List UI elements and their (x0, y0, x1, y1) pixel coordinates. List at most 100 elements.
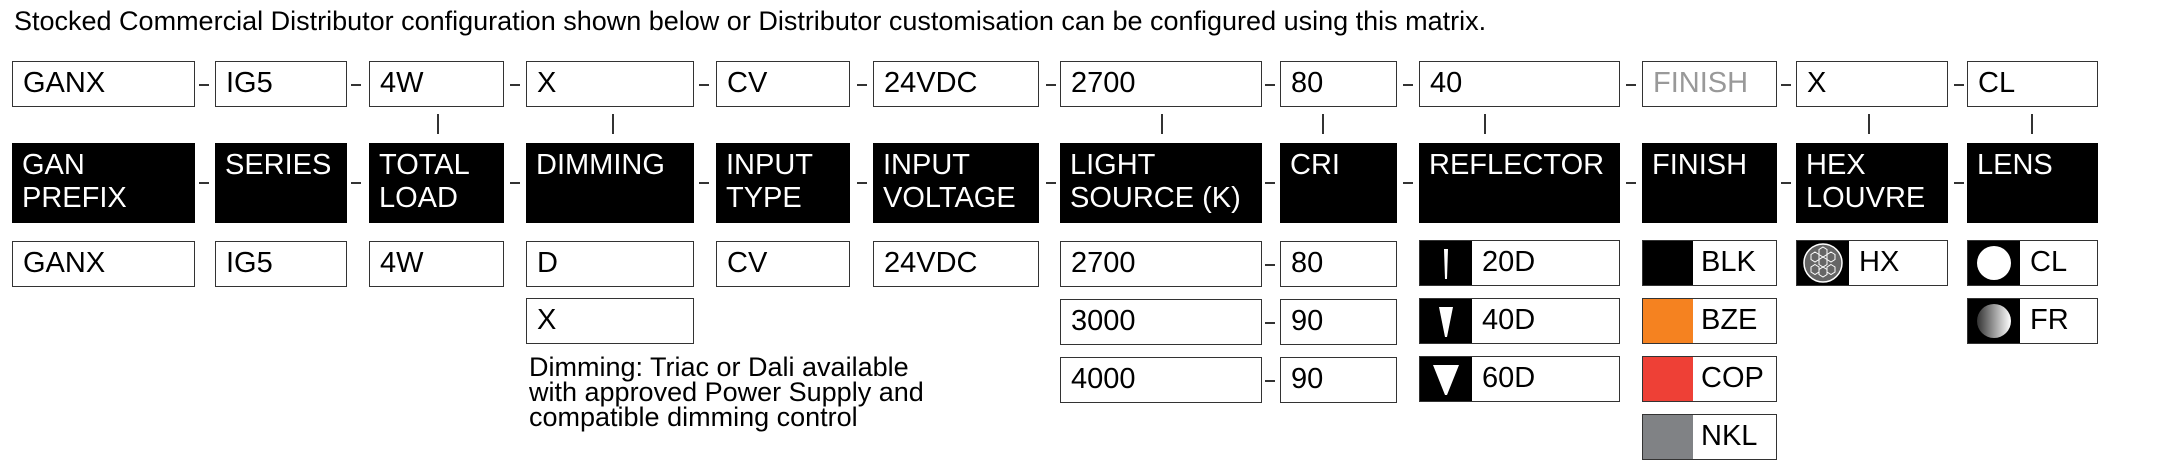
option-lens-cl[interactable]: CL (1967, 240, 2098, 286)
header-light-source: LIGHT SOURCE (K) (1060, 143, 1262, 223)
code-box-input-voltage[interactable]: 24VDC (873, 61, 1039, 107)
option-label: COP (1701, 362, 1764, 394)
option-label: 4000 (1071, 363, 1136, 395)
connector-tick (437, 114, 439, 134)
option-label: 20D (1482, 246, 1536, 278)
separator-dash (510, 84, 520, 86)
code-value: 80 (1291, 67, 1324, 99)
option-label: IG5 (226, 247, 273, 279)
option-series[interactable]: IG5 (215, 241, 347, 287)
option-label: D (537, 247, 558, 279)
option-label: 4W (380, 247, 424, 279)
separator-dash (199, 84, 209, 86)
code-box-load[interactable]: 4W (369, 61, 504, 107)
clear-lens-icon (1968, 241, 2020, 285)
separator-dash (1265, 322, 1275, 324)
option-input-voltage[interactable]: 24VDC (873, 241, 1039, 287)
separator-dash (1046, 84, 1056, 86)
header-hex-louvre: HEX LOUVRE (1796, 143, 1948, 223)
option-cri-90[interactable]: 90 (1280, 357, 1397, 403)
option-label: 90 (1291, 305, 1324, 337)
option-light-source-4000[interactable]: 4000 (1060, 357, 1262, 403)
option-finish-nkl[interactable]: NKL (1642, 414, 1777, 460)
code-value: 4W (380, 67, 424, 99)
separator-dash (1265, 84, 1275, 86)
code-box-dimming[interactable]: X (526, 61, 694, 107)
code-box-hex-louvre[interactable]: X (1796, 61, 1948, 107)
code-box-light-source[interactable]: 2700 (1060, 61, 1262, 107)
option-cri-90[interactable]: 90 (1280, 299, 1397, 345)
code-value: X (537, 67, 557, 99)
option-label: 2700 (1071, 247, 1136, 279)
option-reflector-20d[interactable]: 20D (1419, 240, 1620, 286)
code-value: CV (727, 67, 768, 99)
code-value: FINISH (1653, 67, 1749, 99)
code-value: X (1807, 67, 1827, 99)
option-cri-80[interactable]: 80 (1280, 241, 1397, 287)
option-label: CL (2030, 246, 2068, 278)
code-box-cri[interactable]: 80 (1280, 61, 1397, 107)
option-label: 3000 (1071, 305, 1136, 337)
reflector-beam-icon (1420, 357, 1472, 401)
code-box-input-type[interactable]: CV (716, 61, 850, 107)
option-finish-cop[interactable]: COP (1642, 356, 1777, 402)
header-series: SERIES (215, 143, 347, 223)
option-label: CV (727, 247, 768, 279)
option-prefix[interactable]: GANX (12, 241, 195, 287)
code-box-reflector[interactable]: 40 (1419, 61, 1620, 107)
code-box-prefix[interactable]: GANX (12, 61, 195, 107)
finish-swatch (1643, 241, 1693, 285)
separator-dash (1781, 182, 1791, 184)
option-finish-blk[interactable]: BLK (1642, 240, 1777, 286)
code-value: CL (1978, 67, 2016, 99)
code-value: GANX (23, 67, 106, 99)
option-dimming-x[interactable]: X (526, 298, 694, 344)
connector-tick (2031, 114, 2033, 134)
option-label: 60D (1482, 362, 1536, 394)
option-light-source-2700[interactable]: 2700 (1060, 241, 1262, 287)
option-label: HX (1859, 246, 1900, 278)
separator-dash (857, 84, 867, 86)
option-label: X (537, 304, 557, 336)
connector-tick (1161, 114, 1163, 134)
separator-dash (1403, 182, 1413, 184)
option-light-source-3000[interactable]: 3000 (1060, 299, 1262, 345)
code-box-lens[interactable]: CL (1967, 61, 2098, 107)
option-lens-fr[interactable]: FR (1967, 298, 2098, 344)
separator-dash (699, 182, 709, 184)
separator-dash (351, 182, 361, 184)
code-value: 2700 (1071, 67, 1136, 99)
separator-dash (1626, 84, 1636, 86)
option-input-type[interactable]: CV (716, 241, 850, 287)
code-box-finish[interactable]: FINISH (1642, 61, 1777, 107)
frosted-lens-icon (1968, 299, 2020, 343)
connector-tick (612, 114, 614, 134)
option-label: 24VDC (884, 247, 978, 279)
header-input-voltage: INPUT VOLTAGE (873, 143, 1039, 223)
option-label: BZE (1701, 304, 1758, 336)
option-label: 80 (1291, 247, 1324, 279)
option-reflector-60d[interactable]: 60D (1419, 356, 1620, 402)
separator-dash (351, 84, 361, 86)
option-label: NKL (1701, 420, 1758, 452)
option-finish-bze[interactable]: BZE (1642, 298, 1777, 344)
code-box-series[interactable]: IG5 (215, 61, 347, 107)
option-reflector-40d[interactable]: 40D (1419, 298, 1620, 344)
separator-dash (857, 182, 867, 184)
separator-dash (1046, 182, 1056, 184)
separator-dash (699, 84, 709, 86)
header-cri: CRI (1280, 143, 1397, 223)
code-value: 24VDC (884, 67, 978, 99)
header-gan-prefix: GAN PREFIX (12, 143, 195, 223)
header-input-type: INPUT TYPE (716, 143, 850, 223)
code-value: IG5 (226, 67, 273, 99)
connector-tick (1868, 114, 1870, 134)
option-label: GANX (23, 247, 106, 279)
option-load[interactable]: 4W (369, 241, 504, 287)
header-reflector: REFLECTOR (1419, 143, 1620, 223)
option-hex-louvre[interactable]: HX (1796, 240, 1948, 286)
option-dimming-d[interactable]: D (526, 241, 694, 287)
separator-dash (1265, 380, 1275, 382)
separator-dash (1265, 182, 1275, 184)
option-label: 40D (1482, 304, 1536, 336)
